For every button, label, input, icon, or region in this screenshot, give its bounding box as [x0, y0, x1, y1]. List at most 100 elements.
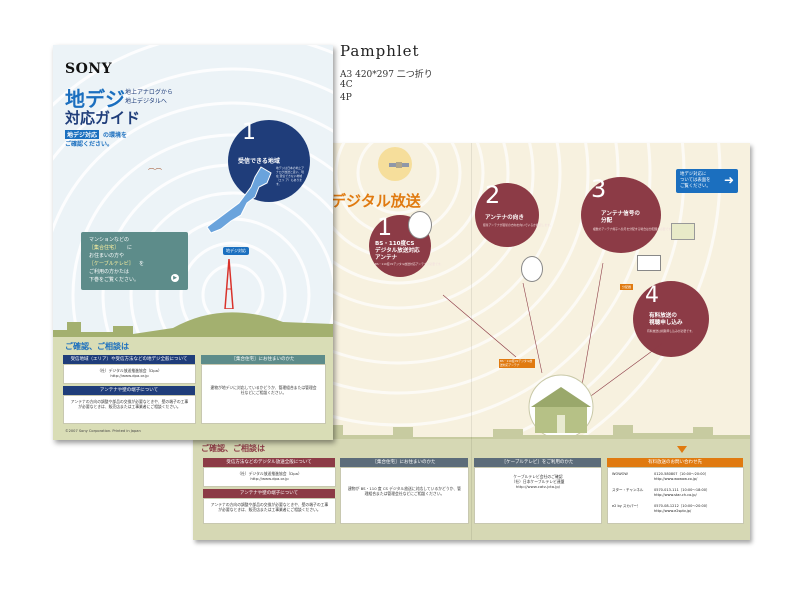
tv-tower-icon [224, 259, 234, 309]
cover-title-sub: 対応ガイド [65, 109, 141, 127]
cover-hills [53, 312, 333, 340]
down-arrow-icon [677, 446, 687, 453]
arrow-right-icon: ➜ [724, 173, 735, 187]
house-illustration [528, 374, 594, 439]
spread-title: デジタル放送 [331, 192, 421, 210]
caption-size: A3 420*297 二つ折り [340, 70, 433, 80]
step1-title2: デジタル放送対応 [375, 248, 420, 254]
b5-row2-label: スター・チャンネル [612, 488, 644, 492]
b5-row1-val: 0120-580807（10:00〜20:00） [654, 472, 709, 476]
b5-row2-val: 0570-013-111（10:00〜18:00） [654, 488, 710, 492]
japan-map [206, 166, 272, 234]
front-cover: SONY 地デジ 地上アナログから 地上デジタルへ 対応ガイド 地デジ対応 の環… [53, 45, 333, 440]
mansion-line1: マンションなどの [89, 237, 130, 243]
bird-icon: ⌒⌒ [148, 168, 162, 176]
b3-text: 建物が BS・110 度 CS デジタル放送に対応しているかどうか、管理組合また… [348, 486, 461, 496]
mansion-after1: に [127, 245, 133, 251]
cover-copyright: ©2007 Sony Corporation. Printed in Japan [65, 429, 141, 433]
sony-logo: SONY [65, 61, 113, 77]
spread-inquiry-title: ご確認、ご相談は [201, 444, 265, 453]
cover-step1-text: 地デジは日本の地上ア ナログ放送と違い、現在 受信できない地域（エリ ア）もあり… [276, 166, 304, 186]
cover-box3: 建物が地デジに対応しているかどうか、管理組合または管理会社などにご相談ください。 [201, 364, 326, 424]
step1-title1: BS・110度CS [375, 241, 415, 247]
cover-box1-text2: http://www.dpa.or.jp [110, 373, 149, 378]
step1-text: BS・110度CSデジタル放送対応アンテナが必要です。 [375, 262, 444, 266]
cover-box1: （社）デジタル放送推進協会（Dpa） http://www.dpa.or.jp [63, 364, 196, 384]
distributor-icon [637, 255, 661, 271]
step2-title: アンテナの向き [485, 215, 524, 221]
step4-number: 4 [645, 283, 659, 308]
note-box: 地デジ対応に ついては表面を ご覧ください。 ➜ [676, 169, 738, 193]
step1-title3: アンテナ [375, 255, 398, 261]
cover-step1-number: 1 [242, 120, 256, 145]
cover-box2-header: アンテナや壁の端子について [63, 386, 195, 395]
cover-title-side2: 地上デジタルへ [125, 98, 167, 105]
cover-title-main: 地デジ [65, 87, 125, 111]
cover-box2-text: アンテナの方向の調整や部品の交換が必要なときや、壁の端子の工事が必要なときは、販… [70, 399, 189, 409]
cover-step1-title: 受信できる地域 [238, 158, 280, 165]
mansion-highlight2: ［ケーブルテレビ］ [89, 261, 134, 267]
cover-box1-header: 受信地域（エリア）や受信方法などの地デジ全般について [63, 355, 195, 364]
map-label: 地デジ対応 [223, 247, 249, 255]
b3-box: 建物が BS・110 度 CS デジタル放送に対応しているかどうか、管理組合また… [340, 467, 469, 524]
b5-row2-url: http://www.star-ch.co.jp/ [654, 493, 697, 497]
b1-box: （社）デジタル放送推進協会（Dpa） http://www.dpa.or.jp [203, 467, 336, 487]
b4-text2: （社）日本ケーブルテレビ連盟 [511, 479, 565, 484]
mansion-line3: ご利用の方かたは [89, 269, 130, 275]
b4-box: ケーブルテレビ会社のご確認 （社）日本ケーブルテレビ連盟 http://www.… [474, 467, 602, 524]
mansion-box: マンションなどの ［集合住宅］ に お住まいの方や ［ケーブルテレビ］ を ご利… [81, 232, 188, 290]
satellite-icon [389, 162, 409, 168]
b1-header: 受信方法などのデジタル放送全般について [203, 458, 335, 467]
play-icon: ▶ [171, 274, 179, 282]
b5-row1-label: WOWOW [612, 472, 628, 476]
step2-text: 衛星アンテナが衛星の方向を向いているか確認します。 [483, 223, 553, 227]
step4-title2: 視聴申し込み [649, 320, 683, 326]
step3-text: 複数のアンテナ端子へ信号を分配する場合は分配器が必要です。 [593, 227, 674, 231]
mansion-line2: お住まいの方や [89, 253, 125, 259]
step3-circle: 3 アンテナ信号の 分配 複数のアンテナ端子へ信号を分配する場合は分配器が必要で… [581, 175, 674, 253]
step2-circle: 2 アンテナの向き 衛星アンテナが衛星の方向を向いているか確認します。 [475, 181, 552, 247]
step4-text: 有料放送は視聴申し込みが必要です。 [647, 329, 695, 333]
b4-text1: ケーブルテレビ会社のご確認 [513, 474, 563, 479]
b5-box: WOWOW 0120-580807（10:00〜20:00） http://ww… [607, 467, 744, 524]
cover-box1-text1: （社）デジタル放送推進協会（Dpa） [97, 368, 162, 373]
step3-number: 3 [591, 175, 607, 203]
b3-header: ［集合住宅］にお住まいのかた [340, 458, 468, 467]
tv-icon [671, 223, 695, 240]
b5-row3-label: e2 by スカパー！ [612, 504, 641, 508]
cover-step1-circle: 1 受信できる地域 地デジは日本の地上ア ナログ放送と違い、現在 受信できない地… [228, 120, 310, 202]
b4-text3: http://www.catv-jcta.jp/ [515, 484, 561, 489]
cover-box3-header: ［集合住宅］にお住まいのかた [201, 355, 325, 364]
connector-lines [442, 262, 664, 416]
cover-inquiry-title: ご確認、ご相談は [65, 342, 129, 351]
note-line1: 地デジ対応に [680, 172, 707, 177]
spread-fold [471, 143, 472, 540]
caption-colors: 4C [340, 80, 353, 90]
dish-direction-icon [521, 256, 543, 282]
cover-box2: アンテナの方向の調整や部品の交換が必要なときや、壁の端子の工事が必要なときは、販… [63, 395, 196, 424]
step3-title1: アンテナ信号の [601, 211, 640, 217]
cover-title-side1: 地上アナログから [125, 89, 173, 96]
b5-row1-url: http://www.wowow.co.jp/ [654, 477, 698, 481]
note-line3: ご覧ください。 [680, 184, 711, 189]
inner-spread: デジタル放送 地デジ対応に ついては表面を ご覧ください。 ➜ 1 BS・110… [193, 143, 750, 540]
b5-row3-val: 0570-08-1212（10:00〜20:00） [654, 504, 710, 508]
antenna-tag: BS・110度CSデジタル放送対応アンテナ [499, 359, 535, 368]
b2-header: アンテナや壁の端子について [203, 489, 335, 498]
b2-text: アンテナの方向の調整や部品の交換が必要なときや、壁の端子の工事が必要なときは、販… [210, 502, 329, 512]
dish-antenna-icon [408, 211, 432, 239]
step4-circle: 4 有料放送の 視聴申し込み 有料放送は視聴申し込みが必要です。 [633, 281, 709, 357]
cover-tag: 地デジ対応 [65, 130, 100, 139]
b5-row3-url: http://www.e2sptv.jp/ [654, 509, 692, 513]
mansion-after2: を [139, 261, 145, 267]
note-line2: ついては表面を [680, 178, 711, 183]
mansion-line4: 下巻をご覧ください。 [89, 277, 140, 283]
b2-box: アンテナの方向の調整や部品の交換が必要なときや、壁の端子の工事が必要なときは、販… [203, 498, 336, 524]
b4-header: ［ケーブルテレビ］をご利用のかた [474, 458, 601, 467]
caption-pages: 4P [340, 93, 352, 103]
caption-title: Pamphlet [340, 42, 420, 60]
step3-title2: 分配 [601, 218, 613, 224]
step2-number: 2 [485, 181, 501, 209]
distributor-tag: 分配器 [620, 284, 634, 290]
mansion-highlight1: ［集合住宅］ [89, 245, 120, 251]
